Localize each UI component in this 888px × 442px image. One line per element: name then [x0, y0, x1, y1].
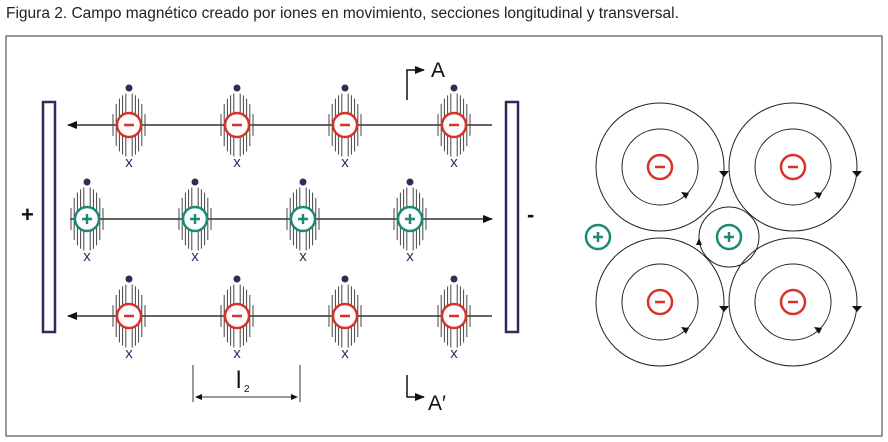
inner-direction-arrow — [814, 327, 822, 334]
outer-field-circle — [728, 237, 858, 367]
inner-field-circle — [621, 128, 699, 206]
negative-ion — [223, 111, 251, 139]
field-circles — [728, 237, 862, 367]
field-out-dot — [406, 178, 414, 186]
negative-ion — [223, 302, 251, 330]
inner-direction-arrow — [814, 192, 822, 199]
negative-ion — [779, 288, 807, 316]
anode-label: + — [21, 202, 34, 227]
negative-ion — [779, 153, 807, 181]
section-arrow-top — [406, 66, 425, 100]
field-circles — [595, 102, 729, 232]
transversal-section — [584, 102, 862, 367]
negative-ion — [115, 111, 143, 139]
field-out-dot — [125, 275, 133, 283]
positive-ion — [584, 223, 612, 251]
positive-ion — [73, 205, 101, 233]
negative-ion — [440, 302, 468, 330]
field-in-x: x — [341, 154, 349, 171]
section-label-top: A — [431, 59, 445, 82]
field-out-dot — [450, 275, 458, 283]
field-out-dot — [233, 84, 241, 92]
section-arrow-bottom — [406, 375, 425, 401]
field-in-x: x — [406, 248, 414, 265]
field-circles — [595, 237, 729, 367]
field-in-x: x — [450, 345, 458, 362]
outer-direction-arrow — [852, 306, 862, 312]
cathode-label: - — [527, 202, 534, 227]
positive-ion — [396, 205, 424, 233]
outer-field-circle — [728, 102, 858, 232]
inner-field-circle — [621, 263, 699, 341]
field-out-dot — [125, 84, 133, 92]
positive-ion — [289, 205, 317, 233]
field-in-x: x — [299, 248, 307, 265]
field-in-x: x — [450, 154, 458, 171]
field-circles — [728, 102, 862, 232]
figure-frame — [5, 35, 883, 437]
figure-caption: Figura 2. Campo magnético creado por ion… — [6, 5, 679, 22]
inner-field-circle — [754, 128, 832, 206]
negative-ion — [440, 111, 468, 139]
field-out-dot — [450, 84, 458, 92]
inner-direction-arrow — [681, 192, 689, 199]
field-out-dot — [233, 275, 241, 283]
field-in-x: x — [191, 248, 199, 265]
field-in-x: x — [341, 345, 349, 362]
negative-plate — [504, 100, 520, 334]
inner-field-circle — [754, 263, 832, 341]
field-in-x: x — [125, 345, 133, 362]
spacing-symbol: l — [236, 367, 241, 394]
field-out-dot — [299, 178, 307, 186]
positive-ion — [715, 223, 743, 251]
negative-ion — [646, 288, 674, 316]
negative-ion — [331, 111, 359, 139]
center-direction-arrow — [696, 238, 702, 245]
outer-direction-arrow — [852, 171, 862, 177]
field-out-dot — [83, 178, 91, 186]
outer-direction-arrow — [719, 306, 729, 312]
negative-ion — [646, 153, 674, 181]
field-in-x: x — [233, 154, 241, 171]
negative-ion — [115, 302, 143, 330]
center-field-circle — [698, 206, 760, 268]
outer-field-circle — [595, 102, 725, 232]
field-out-dot — [341, 84, 349, 92]
negative-ion — [331, 302, 359, 330]
spacing-subscript: 2 — [244, 384, 250, 395]
outer-direction-arrow — [719, 171, 729, 177]
positive-plate — [41, 100, 57, 334]
field-in-x: x — [125, 154, 133, 171]
field-in-x: x — [233, 345, 241, 362]
field-out-dot — [341, 275, 349, 283]
inner-direction-arrow — [681, 327, 689, 334]
field-in-x: x — [83, 248, 91, 265]
positive-ion — [181, 205, 209, 233]
field-out-dot — [191, 178, 199, 186]
section-label-bottom: A′ — [428, 392, 446, 415]
outer-field-circle — [595, 237, 725, 367]
